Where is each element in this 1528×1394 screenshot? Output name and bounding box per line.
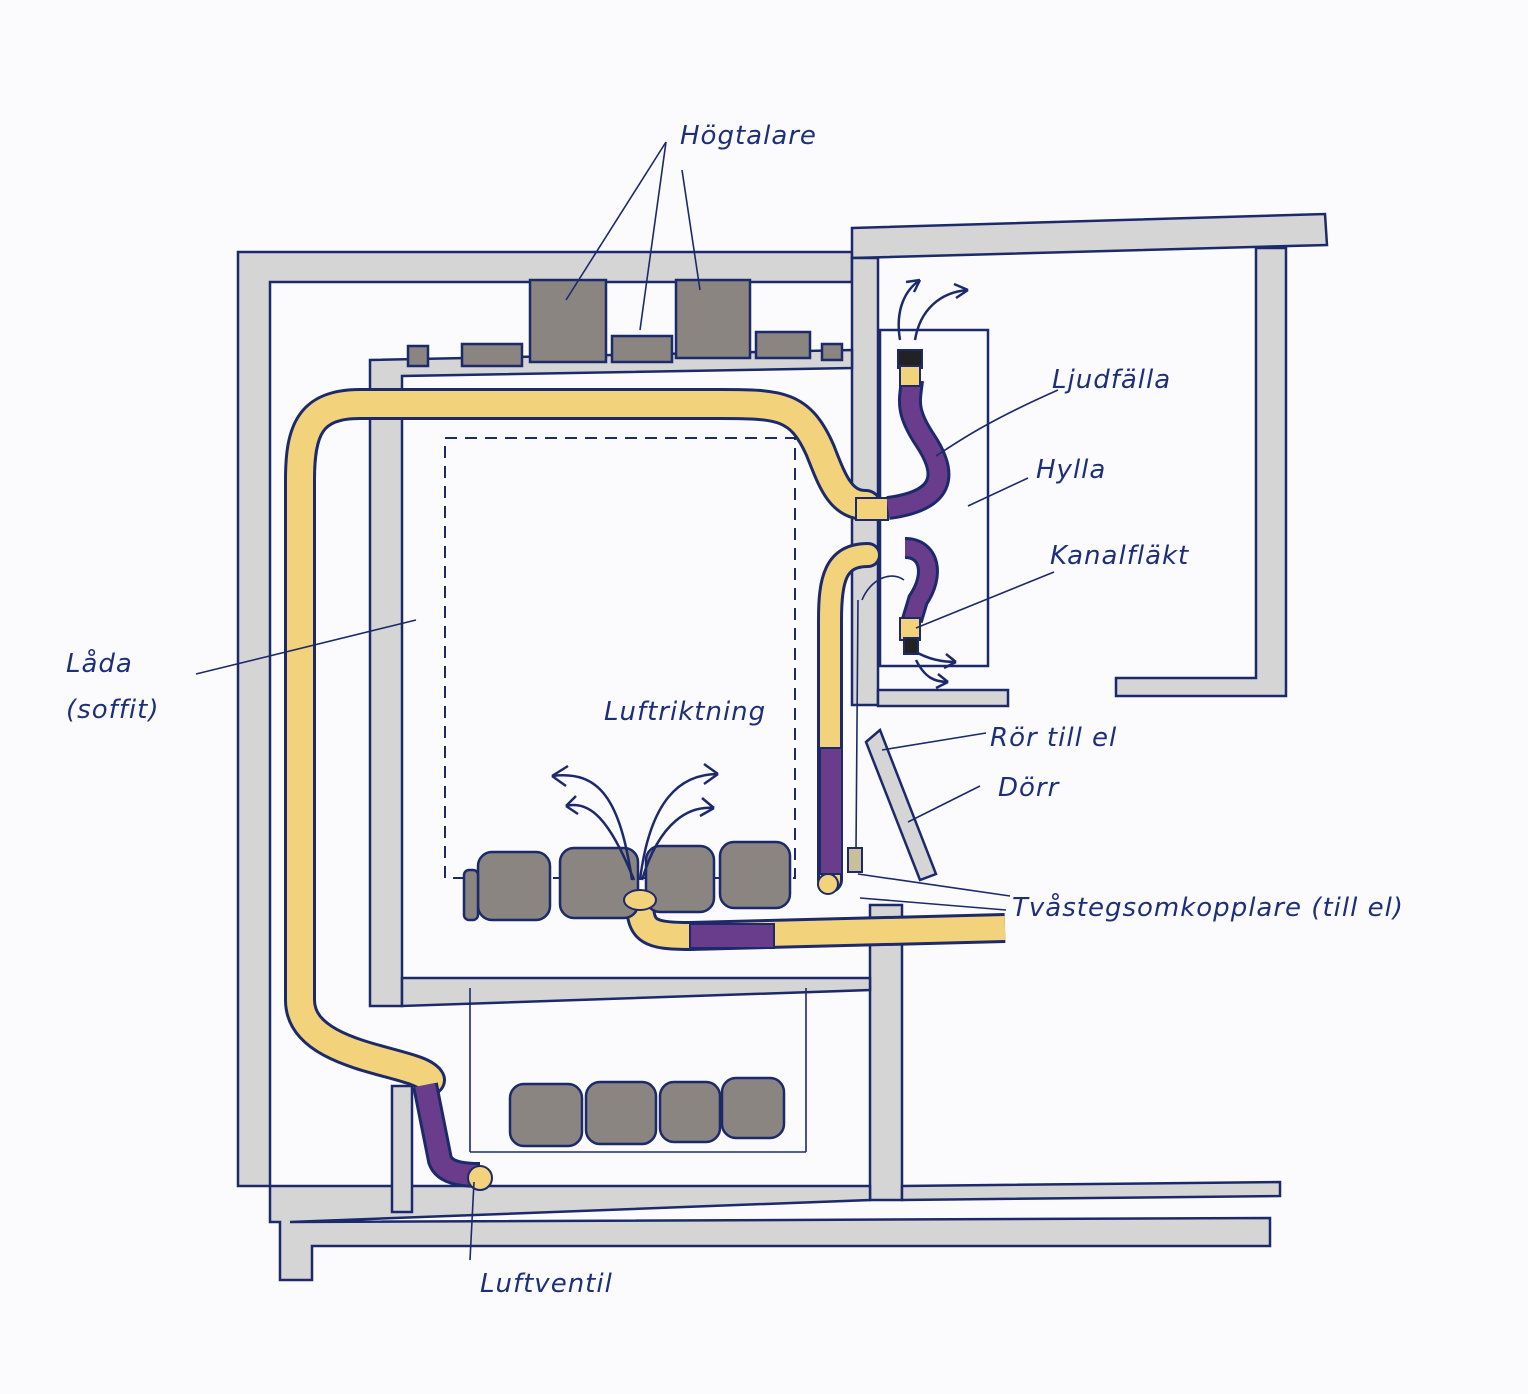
label-speakers: Högtalare [680,121,817,151]
speaker-small-1 [610,334,674,364]
speaker-tiny-1 [406,344,430,368]
label-two-step-switch: Tvåstegsomkopplare (till el) [1012,892,1404,923]
label-duct-fan: Kanalfläkt [1050,541,1189,571]
door [864,727,938,882]
soffit-box-outline [444,437,796,879]
seats-front-row [462,840,792,922]
wall-partition-lower [868,903,904,1202]
wall-soffit-left [368,348,854,1008]
seats-back-row [508,1076,786,1148]
label-pipe-electric: Rör till el [990,723,1117,753]
walls [236,212,1329,1282]
speaker-large-2 [674,278,752,360]
wall-small-post [390,1084,414,1214]
wall-lower-right [900,1180,1282,1202]
main-duct [284,388,1006,1096]
purple-hoses [412,378,951,1191]
wall-partition-vertical [850,256,880,707]
label-air-valve: Luftventil [480,1269,613,1299]
speaker-large-1 [528,278,608,364]
speaker-small-3 [754,330,812,360]
speaker-small-2 [460,342,524,368]
label-sound-trap: Ljudfälla [1052,365,1171,395]
label-box-sub: (soffit) [66,695,159,725]
label-box: Låda [66,648,133,679]
airflow-arrows [551,278,969,881]
label-door: Dörr [998,773,1061,803]
speaker-tiny-2 [820,342,844,362]
speakers-top [406,278,844,368]
label-shelf: Hylla [1036,455,1106,485]
wall-bottom [268,1184,1272,1282]
connectors [847,349,923,873]
wall-shelf-ledge [876,688,1010,708]
leader-lines [195,141,1059,1261]
wall-top-right [850,212,1329,260]
label-air-direction: Luftriktning [604,697,766,727]
wall-soffit-bottom [400,976,872,1008]
wall-right-room [1114,246,1288,698]
lower-box-outline [469,988,807,1153]
